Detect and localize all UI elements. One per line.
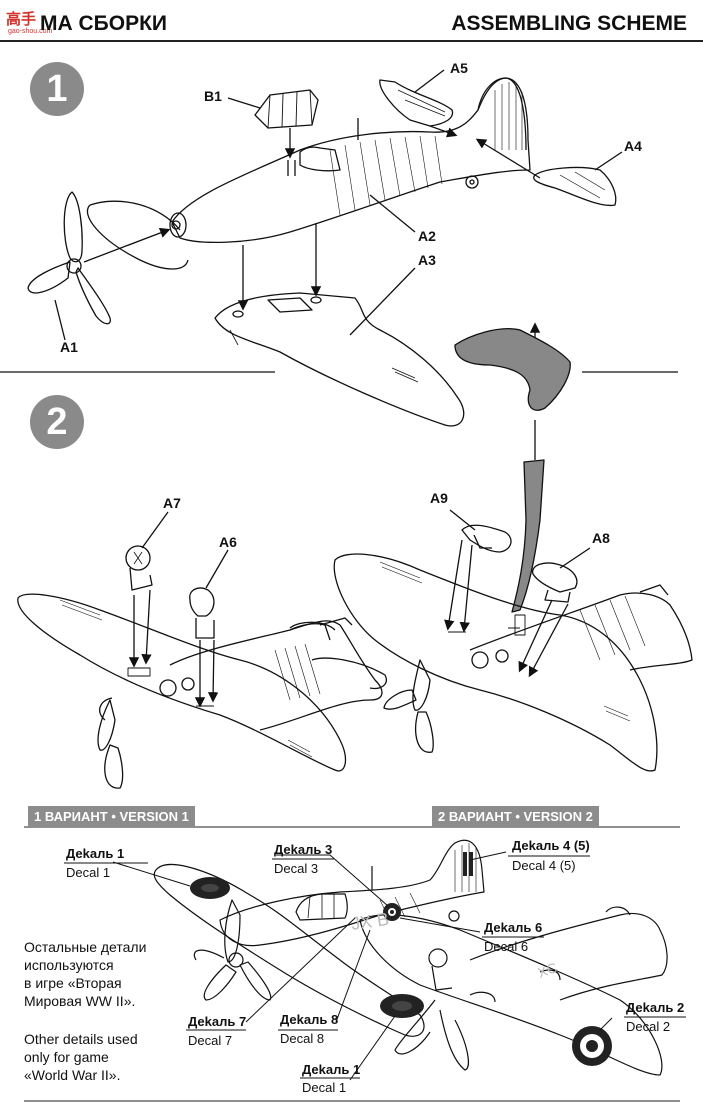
fuselage-part xyxy=(171,77,531,243)
label-a2: A2 xyxy=(418,228,436,244)
decal-1-bottom-ru: Деkаль 1 xyxy=(302,1062,361,1077)
plane-left-fuselage xyxy=(169,620,383,731)
decal-6-ru: Деkаль 6 xyxy=(484,920,543,935)
decal-7-en: Decal 7 xyxy=(188,1033,233,1048)
step-1-badge: 1 xyxy=(30,62,84,116)
decal-4-en: Decal 4 (5) xyxy=(512,858,576,873)
plane-left-wing xyxy=(17,593,347,772)
stand-base xyxy=(454,328,571,411)
version-1-label: 1 ВАРИАНТ • VERSION 1 xyxy=(28,806,195,827)
watermark-url: gao-shou.com xyxy=(8,28,53,35)
decal-plane-front-wing xyxy=(153,863,425,1037)
propeller-part xyxy=(63,191,83,263)
part-a8 xyxy=(532,562,578,593)
decal-4-ru: Деkаль 4 (5) xyxy=(512,838,590,853)
decal-1-top-ru: Деkаль 1 xyxy=(66,846,125,861)
plane-right-propeller xyxy=(412,659,431,711)
decal-8-en: Decal 8 xyxy=(280,1031,325,1046)
wing-part xyxy=(89,200,465,427)
decal-plane-back-wing xyxy=(359,914,663,1076)
note-english: Other details used only for game «World … xyxy=(24,1031,138,1083)
decal-1-bottom-en: Decal 1 xyxy=(302,1080,347,1095)
decal-1-top-en: Decal 1 xyxy=(66,865,111,880)
canopy-part xyxy=(254,89,319,129)
stand-arm xyxy=(511,459,545,613)
decal-2-ru: Деkаль 2 xyxy=(626,1000,685,1015)
decal-7-ru: Деkаль 7 xyxy=(188,1014,247,1029)
decal-3-ru: Деkаль 3 xyxy=(274,842,333,857)
label-a6: A6 xyxy=(219,534,237,550)
note-russian: Остальные детали используются в игре «Вт… xyxy=(24,939,147,1009)
part-a6 xyxy=(189,587,215,617)
tailplane-part-a4 xyxy=(533,166,617,207)
label-a8: A8 xyxy=(592,530,610,546)
roundel-decal-2 xyxy=(572,1026,612,1066)
decal-plane-front-fuselage xyxy=(219,839,485,947)
label-a5: A5 xyxy=(450,60,468,76)
part-a9 xyxy=(461,524,512,553)
label-a7: A7 xyxy=(163,495,181,511)
roundel-decal-1-bottom xyxy=(380,994,424,1018)
plane-right-fuselage xyxy=(469,592,693,671)
label-a4: A4 xyxy=(624,138,642,154)
label-b1: B1 xyxy=(204,88,222,104)
part-a7 xyxy=(125,545,151,571)
title-russian: МА СБОРКИ xyxy=(40,12,168,35)
header-rule xyxy=(0,40,703,42)
plane-right-wing xyxy=(333,553,658,772)
label-a9: A9 xyxy=(430,490,448,506)
title-english: ASSEMBLING SCHEME xyxy=(451,12,687,35)
decal-plane-back-fuselage xyxy=(469,912,668,1001)
decal-8-ru: Деkаль 8 xyxy=(280,1012,339,1027)
decal-2-en: Decal 2 xyxy=(626,1019,671,1034)
label-a1: A1 xyxy=(60,339,78,355)
step-2-badge: 2 xyxy=(30,395,84,449)
decal-6-en: Decal 6 xyxy=(484,939,529,954)
watermark-logo: 高手 xyxy=(6,10,37,28)
decal-3-en: Decal 3 xyxy=(274,861,319,876)
fuselage-code-2: XC xyxy=(536,959,560,981)
fin-flash-decal-4 xyxy=(463,852,473,876)
label-a3: A3 xyxy=(418,252,436,268)
roundel-decal-3 xyxy=(383,903,401,921)
tailplane-part-a5 xyxy=(379,79,454,127)
roundel-decal-1-top xyxy=(190,877,230,899)
version-2-label: 2 ВАРИАНТ • VERSION 2 xyxy=(432,806,599,827)
